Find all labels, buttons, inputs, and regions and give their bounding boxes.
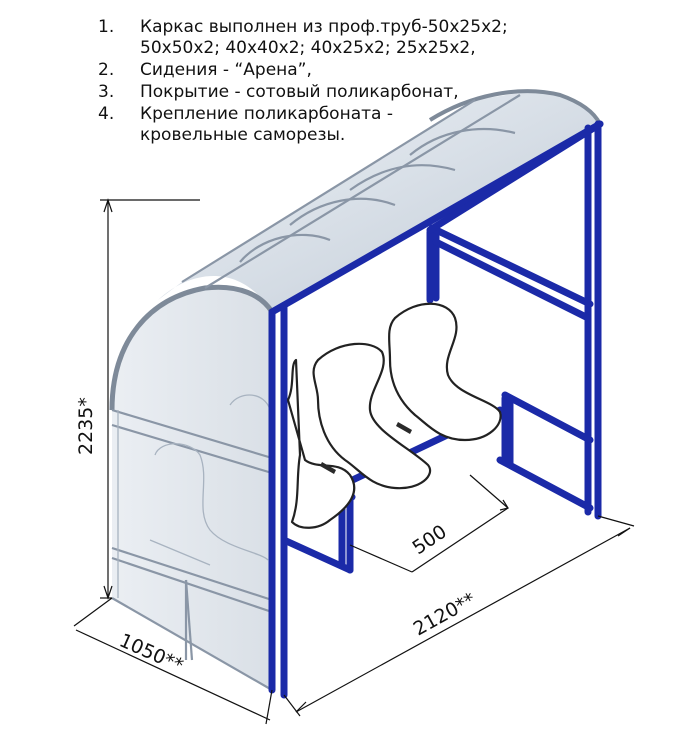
height-dimension-label: 2235*: [75, 397, 97, 455]
seat-pitch-dimension-label: 500: [408, 521, 450, 560]
note-2-line-1: Сидения - “Арена”,: [140, 60, 312, 80]
note-3-line-1: Покрытие - сотовый поликарбонат,: [140, 82, 459, 102]
dimension-lines: [73, 198, 635, 725]
seat-slot-1: [320, 462, 336, 474]
seats: [286, 302, 502, 529]
note-4-number: 4.: [98, 104, 114, 124]
note-1-line-1: Каркас выполнен из проф.труб-50х25х2;: [140, 17, 508, 37]
rear-lower-rail: [501, 391, 594, 444]
note-1-number: 1.: [98, 17, 114, 37]
roof-rear-curve: [428, 89, 602, 125]
seat-2: [312, 342, 432, 490]
rear-bottom-rail: [496, 456, 594, 512]
rear-mid-rail: [432, 238, 592, 322]
seat-3: [388, 302, 502, 442]
note-3-number: 3.: [98, 82, 114, 102]
steel-frame: [268, 120, 604, 699]
note-1-line-2: 50х50х2; 40х40х2; 40х25х2; 25х25х2,: [140, 38, 476, 58]
side-wall-panel: [112, 287, 272, 690]
length-dimension-label: 2120**: [410, 588, 480, 640]
note-4-line-1: Крепление поликарбоната -: [140, 104, 393, 124]
notes-block: 1. Каркас выполнен из проф.труб-50х25х2;…: [98, 17, 508, 145]
seat-slot-2: [396, 422, 412, 434]
rear-top-rail: [428, 224, 594, 308]
seat-1: [286, 358, 356, 529]
roof-rear-beam: [426, 120, 604, 234]
polycarbonate-cover: [109, 89, 602, 691]
depth-dimension-label: 1050**: [116, 629, 186, 676]
note-2-number: 2.: [98, 60, 114, 80]
roof-front-curve: [109, 284, 275, 411]
note-4-line-2: кровельные саморезы.: [140, 125, 345, 145]
